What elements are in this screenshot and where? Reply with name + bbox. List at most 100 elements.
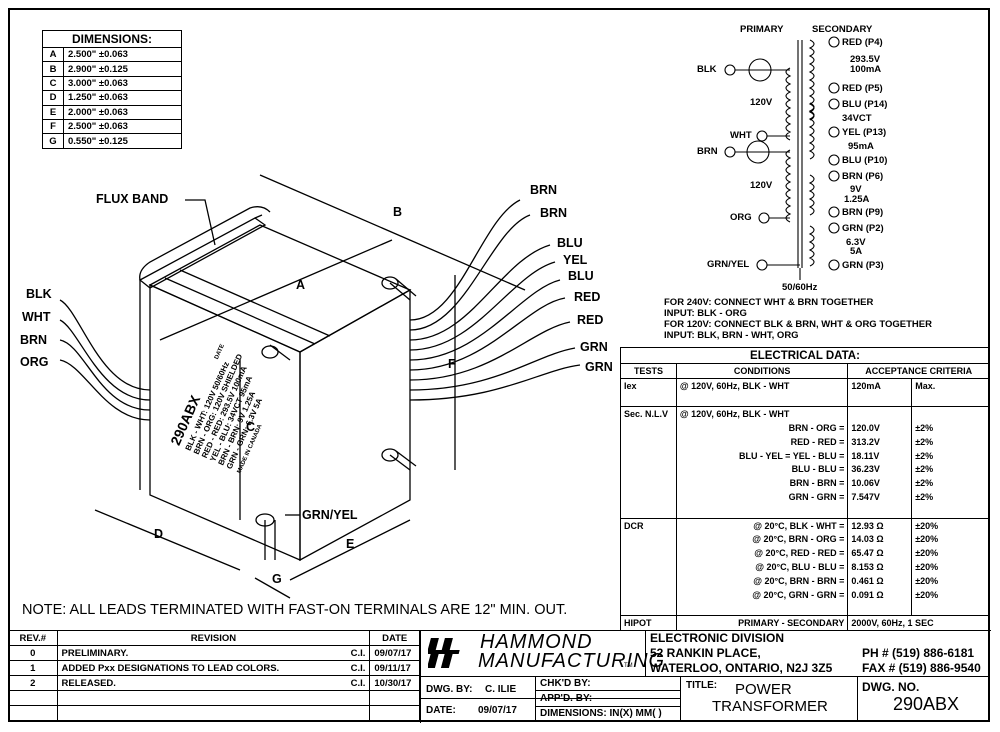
tolerance-cell: ±2% — [911, 434, 990, 449]
mounting-stud — [381, 276, 417, 301]
value-cell: 12.93 Ω — [847, 517, 913, 533]
rev-text: ADDED Pxx DESIGNATIONS TO LEAD COLORS. — [61, 662, 280, 674]
col-header: TESTS — [620, 363, 677, 379]
sec-rating: 1.25A — [844, 194, 870, 205]
dim-line-g — [254, 577, 291, 599]
condition-cell: @ 20°C, BRN - ORG = — [675, 532, 849, 547]
test-cell: Sec. N.L.V — [620, 406, 677, 422]
rev-date: 09/11/17 — [369, 660, 420, 676]
drawing-number-label: DWG. NO. — [862, 680, 920, 694]
tolerance-cell: ±2% — [911, 448, 990, 463]
test-cell — [620, 532, 677, 547]
left-lead-bundle — [59, 299, 151, 421]
rev-text: RELEASED. — [61, 677, 116, 689]
tolerance-cell: Max. — [911, 377, 990, 393]
rev-date: 09/07/17 — [369, 645, 420, 661]
electrical-data-table: ELECTRICAL DATA: TESTS CONDITIONS ACCEPT… — [620, 347, 990, 631]
condition-cell: @ 20°C, BRN - BRN = — [675, 573, 849, 588]
pri-voltage: 120V — [750, 180, 773, 191]
drawing-title: TRANSFORMER — [712, 698, 828, 715]
electrical-row: BRN - ORG =120.0V±2% — [620, 421, 990, 435]
lead-label: BLU — [568, 269, 594, 283]
rev-date: 10/30/17 — [369, 675, 420, 691]
wiring-instruction: INPUT: BLK, BRN - WHT, ORG — [664, 330, 799, 341]
value-cell: 7.547V — [847, 490, 913, 504]
wiring-instruction: INPUT: BLK - ORG — [664, 308, 747, 319]
lead-label: RED — [574, 290, 601, 304]
condition-cell: @ 20°C, GRN - GRN = — [675, 587, 849, 602]
pri-lead-label: ORG — [730, 212, 752, 223]
condition-cell: PRIMARY - SECONDARY — [675, 615, 849, 631]
value-cell: 0.091 Ω — [847, 587, 913, 602]
core-side-face — [299, 288, 411, 562]
rev-number: 1 — [8, 660, 58, 676]
test-cell — [620, 392, 677, 407]
title-block-divider — [680, 676, 681, 722]
lead-label: RED — [577, 313, 604, 327]
mounting-stud — [261, 344, 291, 361]
rev-text: PRELIMINARY. — [61, 647, 129, 659]
value-cell: 14.03 Ω — [847, 532, 913, 547]
right-lead-bundle — [409, 199, 581, 401]
electrical-row: BLU - BLU =36.23V±2% — [620, 462, 990, 477]
tolerance-cell — [911, 392, 990, 407]
dimensions-units: DIMENSIONS: IN(X) MM( ) — [540, 708, 662, 719]
title-block-divider — [535, 690, 680, 691]
lead-label: BRN — [20, 333, 48, 347]
grn-yel-label: GRN/YEL — [302, 508, 358, 522]
hammond-logo-icon — [428, 638, 460, 668]
dim-line-d — [94, 509, 241, 571]
electrical-row: @ 20°C, RED - RED =65.47 Ω±20% — [620, 546, 990, 561]
drawn-by-label: DWG. BY: — [426, 684, 473, 695]
company-name: HAMMOND — [480, 631, 593, 653]
drawing-title: POWER — [735, 681, 792, 698]
dim-letter-e: E — [346, 537, 355, 551]
date-label: DATE: — [426, 705, 456, 716]
rev-description: RELEASED.C.I. — [56, 675, 371, 691]
dim-letter-a: A — [296, 278, 306, 292]
tolerance-cell: ±20% — [911, 546, 990, 561]
tolerance-cell — [911, 601, 990, 616]
flux-band-label: FLUX BAND — [96, 192, 169, 206]
fuse-symbol — [748, 58, 772, 82]
sec-lead-label: RED (P4) — [842, 37, 883, 48]
sec-rating: 95mA — [848, 141, 874, 152]
dim-line-e — [289, 519, 411, 581]
lead-note: NOTE: ALL LEADS TERMINATED WITH FAST-ON … — [22, 602, 568, 618]
sec-rating: 9V — [850, 184, 862, 195]
condition-cell: RED - RED = — [675, 434, 849, 449]
rev-header: DATE — [369, 630, 420, 646]
tolerance-cell: ±2% — [911, 476, 990, 491]
rev-number: 0 — [8, 645, 58, 661]
tolerance-cell: ±20% — [911, 532, 990, 547]
pri-voltage: 120V — [750, 97, 773, 108]
value-cell: 0.461 Ω — [847, 573, 913, 588]
sec-lead-label: YEL (P13) — [842, 127, 887, 138]
test-cell: DCR — [620, 517, 677, 533]
lead-label: ORG — [20, 355, 49, 369]
rev-header: REV.# — [8, 630, 58, 646]
rev-number: 2 — [8, 675, 58, 691]
rev-header: REVISION — [56, 630, 371, 646]
address-line: 52 RANKIN PLACE, — [650, 646, 761, 660]
value-cell — [847, 503, 913, 519]
sec-lead-label: BLU (P10) — [842, 155, 888, 166]
secondary-winding — [808, 174, 815, 216]
test-cell — [620, 546, 677, 561]
test-cell: HIPOT — [620, 615, 677, 631]
drawing-number: 290ABX — [893, 694, 960, 714]
frequency-label: 50/60Hz — [782, 282, 818, 293]
sec-lead-label: GRN (P3) — [842, 260, 884, 271]
tolerance-cell — [911, 406, 990, 422]
flux-band-leader — [185, 199, 216, 246]
value-cell: 120mA — [847, 377, 913, 393]
sec-rating: 6.3V — [846, 237, 866, 248]
electrical-row: @ 20°C, BLU - BLU =8.153 Ω±20% — [620, 560, 990, 574]
test-cell — [620, 601, 677, 616]
electrical-title: ELECTRICAL DATA: — [620, 347, 990, 364]
